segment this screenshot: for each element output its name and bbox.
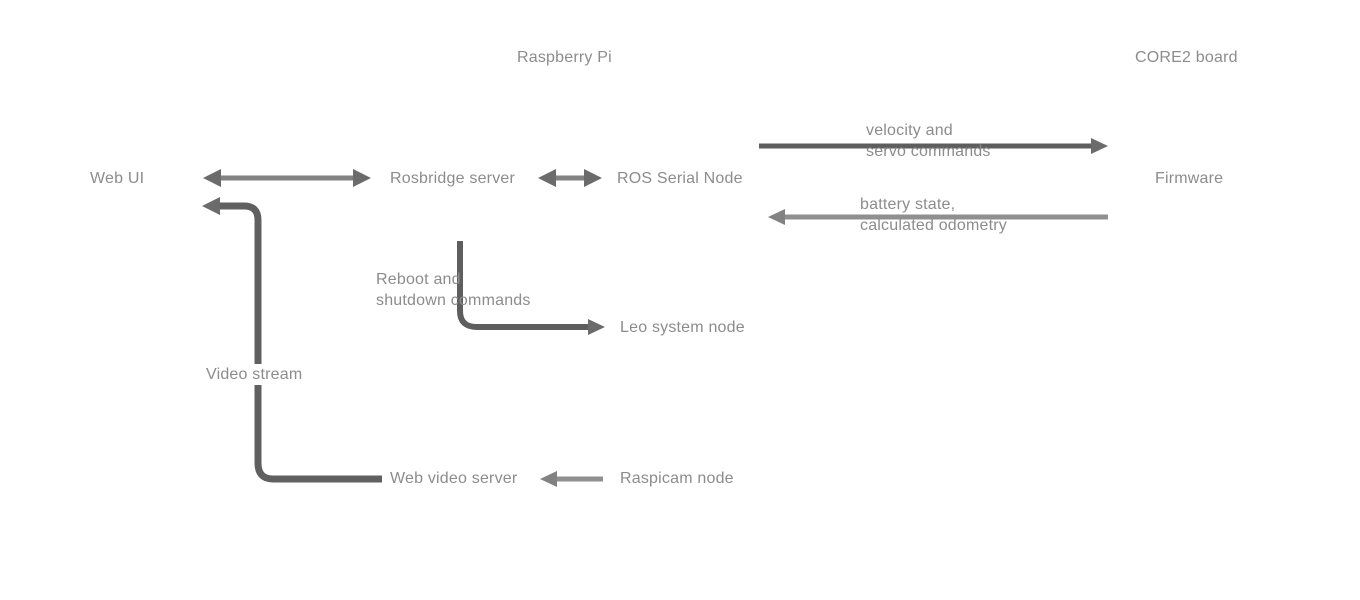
core2-board-section-title: CORE2 board xyxy=(1135,49,1238,66)
edge-label-reboot-shutdown: Reboot and shutdown commands xyxy=(376,271,531,309)
edge-webui-rosbridge-bidirectional xyxy=(203,169,371,187)
node-firmware: Firmware xyxy=(1155,170,1224,187)
node-leo-system-node: Leo system node xyxy=(620,319,745,336)
node-web-video-server: Web video server xyxy=(390,470,518,487)
edge-raspicam-webvideo xyxy=(540,471,603,487)
edge-velocity-commands xyxy=(759,138,1108,154)
node-web-ui: Web UI xyxy=(90,170,145,187)
edge-label-video-stream: Video stream xyxy=(204,364,305,385)
raspberry-pi-section-title: Raspberry Pi xyxy=(517,49,612,66)
node-ros-serial-node: ROS Serial Node xyxy=(617,170,743,187)
edge-rosbridge-rosserial-bidirectional xyxy=(538,169,602,187)
edge-label-velocity-servo-commands: velocity and servo commands xyxy=(866,122,991,160)
edge-reboot-shutdown xyxy=(457,241,605,335)
node-raspicam-node: Raspicam node xyxy=(620,470,734,487)
node-rosbridge-server: Rosbridge server xyxy=(390,170,516,187)
edge-battery-odometry xyxy=(768,209,1108,225)
edge-label-battery-odometry: battery state, calculated odometry xyxy=(860,196,1007,234)
edge-video-stream xyxy=(202,197,382,483)
